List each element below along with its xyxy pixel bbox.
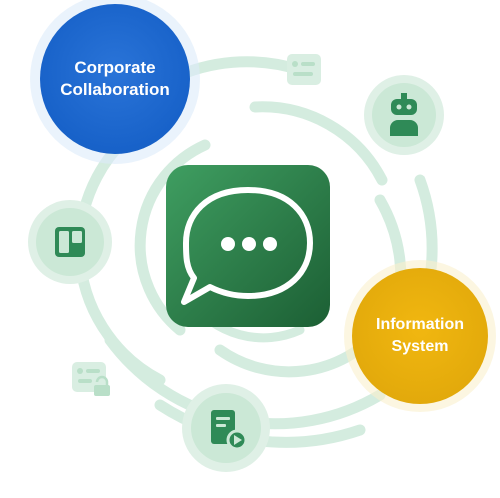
chat-bubble-ellipsis-icon xyxy=(181,187,313,305)
video-document-node[interactable] xyxy=(182,384,270,472)
corporate-collaboration-bubble[interactable]: Corporate Collaboration xyxy=(40,4,190,154)
video-document-icon xyxy=(211,410,248,451)
information-system-label: Information System xyxy=(376,316,464,355)
kanban-board-icon xyxy=(55,227,85,257)
information-system-bubble[interactable]: Information System xyxy=(352,268,488,404)
locked-document-icon xyxy=(72,362,110,396)
robot-node[interactable] xyxy=(364,75,444,155)
app-tile[interactable] xyxy=(166,165,330,327)
corporate-collaboration-label: Corporate Collaboration xyxy=(60,58,170,99)
kanban-node[interactable] xyxy=(28,200,112,284)
message-lines-icon xyxy=(287,54,321,85)
robot-icon xyxy=(390,93,418,136)
